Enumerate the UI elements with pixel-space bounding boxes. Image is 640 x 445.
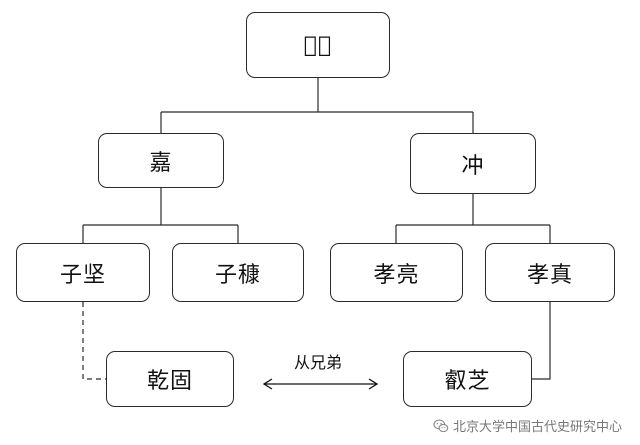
watermark-text: 北京大学中国古代史研究中心 <box>452 420 622 435</box>
node-zikang-label: 子穅 <box>214 262 261 288</box>
node-root-label: 𩉷某 <box>303 32 333 58</box>
node-ruizhi-label: 叡芝 <box>444 369 491 394</box>
node-root: 𩉷某 <box>246 12 390 78</box>
node-chong: 冲 <box>410 133 536 194</box>
node-xiaozhen-label: 孝真 <box>526 262 573 288</box>
connector-xiaozhen-ruizhi <box>532 302 551 380</box>
node-ruizhi: 叡芝 <box>403 351 532 407</box>
double-arrow-right-head <box>368 378 379 390</box>
relation-label: 从兄弟 <box>294 353 343 372</box>
node-zikang: 子穅 <box>172 243 304 302</box>
wechat-icon <box>433 419 449 432</box>
node-jia-label: 嘉 <box>149 150 173 176</box>
node-xiaozhen: 孝真 <box>485 243 615 302</box>
node-xiaoliang: 孝亮 <box>330 243 463 302</box>
double-arrow-left-head <box>262 378 273 390</box>
node-qiangu-label: 乾固 <box>146 369 193 394</box>
dashed-connector-zijian-qiangu <box>82 302 106 380</box>
node-zijian: 子坚 <box>16 243 150 302</box>
node-jia: 嘉 <box>98 133 224 188</box>
watermark: 北京大学中国古代史研究中心 <box>433 416 622 435</box>
node-qiangu: 乾固 <box>106 351 234 407</box>
node-chong-label: 冲 <box>461 153 485 179</box>
node-zijian-label: 子坚 <box>59 262 106 288</box>
node-xiaoliang-label: 孝亮 <box>373 262 420 288</box>
